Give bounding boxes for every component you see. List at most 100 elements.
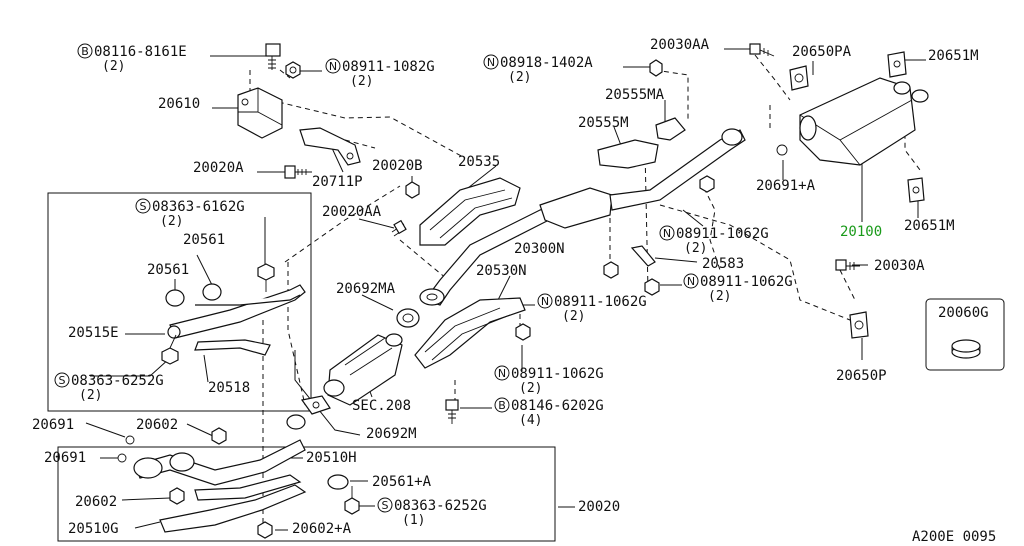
part-label-l7[interactable]: 20535	[458, 154, 500, 170]
nut-08911-1062g-mid[interactable]	[603, 261, 660, 296]
part-label-l27[interactable]: 20692MA	[336, 281, 396, 297]
part-label-l11[interactable]: 20651M	[928, 48, 979, 64]
bushing-20651m-lower[interactable]	[907, 177, 925, 203]
bolt-08363-6252g-left[interactable]	[161, 334, 179, 365]
bushing-20650pa[interactable]	[789, 65, 809, 91]
part-label-l5[interactable]: 20711P	[312, 174, 363, 190]
label-prefix-circle	[54, 372, 70, 388]
nut-20020b[interactable]	[405, 181, 420, 199]
part-label-l20[interactable]: 20561	[147, 262, 189, 278]
part-label-l21[interactable]: 20300N	[514, 241, 565, 257]
bushing-20651m-top[interactable]	[887, 51, 907, 78]
nut-08911-1062g-lower[interactable]	[515, 323, 531, 341]
heat-shield-20530n[interactable]	[414, 297, 526, 369]
part-label-l37[interactable]: 20691	[32, 417, 74, 433]
part-number-text: 20602	[75, 494, 117, 510]
bolt-08116-8161e[interactable]	[265, 43, 281, 70]
part-number-text: 20583	[702, 256, 744, 272]
part-label-l9[interactable]: 20030AA	[650, 37, 710, 53]
bolt-20020a[interactable]	[284, 165, 312, 179]
part-label-l12[interactable]: 20555MA	[605, 87, 665, 103]
part-label-l39[interactable]: 20692M	[366, 426, 417, 442]
heat-shield-20535[interactable]	[419, 177, 521, 246]
gasket-20561a[interactable]	[327, 474, 349, 490]
part-label-l30[interactable]: 20515E	[68, 325, 119, 341]
part-label-l47[interactable]: 20602+A	[292, 521, 352, 537]
part-label-l25[interactable]: 20530N	[476, 263, 527, 279]
gasket-20692m[interactable]	[300, 395, 331, 415]
part-label-l23[interactable]: 20583	[702, 256, 744, 272]
bracket-20711p[interactable]	[299, 127, 361, 166]
part-label-l18[interactable]: 20020AA	[322, 204, 382, 220]
part-label-l19[interactable]: 20561	[183, 232, 225, 248]
hanger-20583[interactable]	[630, 245, 656, 267]
part-label-l14[interactable]: 20691+A	[756, 178, 816, 194]
part-label-l42[interactable]: 20561+A	[372, 474, 432, 490]
part-label-l15[interactable]: 20100	[840, 224, 882, 240]
nut-08911-1082g[interactable]	[285, 61, 301, 79]
bolt-20020aa[interactable]	[391, 219, 407, 237]
heat-shield-20555ma[interactable]	[655, 117, 686, 141]
center-pipe-20300n[interactable]	[419, 129, 746, 306]
part-label-l3[interactable]: 20610	[158, 96, 200, 112]
mounting-bracket-20610[interactable]	[237, 87, 283, 139]
front-pipe-20518[interactable]	[194, 339, 271, 356]
bolt-20030aa[interactable]	[749, 43, 775, 57]
nut-08918-1402a[interactable]	[649, 59, 663, 77]
gasket-20561[interactable]	[165, 283, 222, 307]
part-label-l13[interactable]: 20555M	[578, 115, 629, 131]
label-prefix-letter: N	[487, 56, 495, 69]
label-prefix-circle	[483, 54, 499, 70]
flange-front-20555m[interactable]	[721, 128, 743, 146]
part-label-l46[interactable]: 20510G	[68, 521, 119, 537]
frame-20060g	[925, 298, 1005, 371]
part-label-l33[interactable]: 20518	[208, 380, 250, 396]
part-number-text: 20602	[136, 417, 178, 433]
part-label-l24[interactable]: 20030A	[874, 258, 925, 274]
part-label-l38[interactable]: 20602	[136, 417, 178, 433]
nut-20602[interactable]	[169, 427, 273, 539]
part-number-text: 20650PA	[792, 44, 852, 60]
catalytic-converter-sec208[interactable]	[323, 333, 403, 406]
part-label-l29[interactable]: 20060G	[938, 305, 989, 321]
part-number-text: 08911-1062G	[554, 294, 647, 310]
rings-20691[interactable]	[117, 435, 135, 463]
part-label-l6[interactable]: 20020B	[372, 158, 423, 174]
muffler-20100[interactable]	[799, 77, 929, 166]
part-label-l35[interactable]: SEC.208	[352, 398, 411, 414]
bolt-08363-6252g-bottom[interactable]	[344, 486, 360, 515]
part-label-l16[interactable]: 20651M	[904, 218, 955, 234]
bolt-08146-6202g[interactable]	[445, 399, 459, 424]
bolt-20030a[interactable]	[835, 259, 860, 271]
part-number-text: 08911-1062G	[511, 366, 604, 382]
part-label-l43[interactable]: 20602	[75, 494, 117, 510]
part-label-l45[interactable]: 20020	[578, 499, 620, 515]
frame-boxes	[47, 192, 1005, 542]
bushing-20650p[interactable]	[849, 311, 869, 339]
part-label-l31[interactable]: 20650P	[836, 368, 887, 384]
front-pipe-20515e[interactable]	[167, 284, 306, 339]
plug-20060g[interactable]	[951, 339, 981, 359]
part-label-l4[interactable]: 20020A	[193, 160, 244, 176]
exhaust-manifold-20020[interactable]	[133, 414, 306, 501]
part-label-l10[interactable]: 20650PA	[792, 44, 852, 60]
heat-shield-20555m[interactable]	[597, 139, 659, 169]
front-pipe-20510g[interactable]	[159, 484, 307, 533]
gasket-20692ma[interactable]	[396, 308, 420, 328]
ring-20691a[interactable]	[776, 144, 788, 156]
nut-08911-1062g-upper[interactable]	[699, 175, 715, 193]
part-label-l40[interactable]: 20691	[44, 450, 86, 466]
part-label-l41[interactable]: 20510H	[306, 450, 357, 466]
bolt-08363-6162g[interactable]	[257, 263, 275, 292]
